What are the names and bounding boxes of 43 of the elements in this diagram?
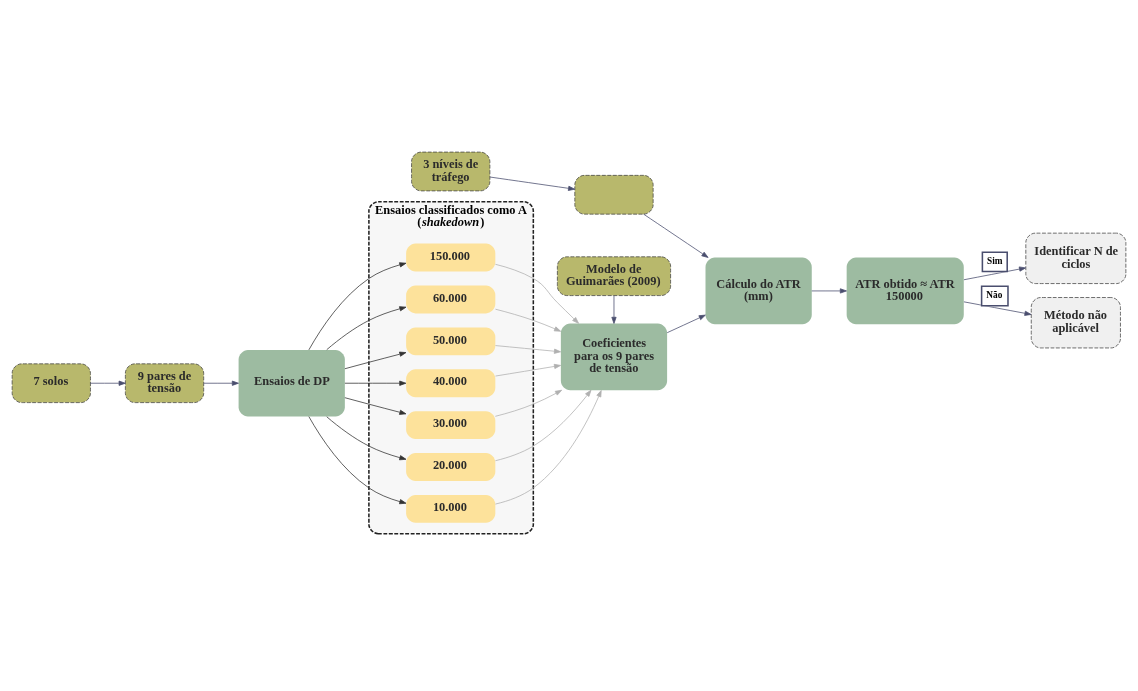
arrow — [308, 261, 407, 350]
node-box: Método não aplicável — [1030, 296, 1121, 348]
arrow — [308, 415, 407, 504]
node-box: 30.000 — [406, 410, 496, 439]
node-box: Ensaios de DP — [238, 349, 345, 417]
node-box: 150.000 — [406, 243, 496, 272]
node-box: Coeficientes para os 9 pares de tensão — [560, 323, 668, 390]
arrow — [344, 351, 407, 369]
arrow — [666, 314, 706, 333]
arrow — [963, 266, 1027, 280]
arrow — [495, 344, 561, 354]
node-box: Modelo de Guimarães (2009) — [557, 255, 671, 296]
node-box: 60.000 — [406, 285, 496, 313]
edge-label: Não — [986, 289, 1003, 300]
node-box: 50.000 — [406, 326, 496, 355]
arrow — [811, 287, 847, 293]
arrow — [495, 263, 579, 324]
arrow — [489, 176, 576, 191]
node-box: 40.000 — [406, 368, 496, 397]
node-box: 9 pares de tensão — [124, 362, 205, 403]
node-box: 10.000 — [406, 494, 496, 523]
arrow — [643, 213, 709, 258]
node-box: 7 solos — [11, 362, 91, 403]
node-box: 3 níveis de tráfego — [411, 151, 491, 191]
arrow — [963, 300, 1032, 316]
arrow — [326, 415, 407, 460]
node-box: Cálculo do ATR (mm) — [705, 257, 812, 324]
arrow — [495, 363, 561, 376]
arrow — [494, 389, 563, 417]
node-box: ATR obtido ≈ ATR 150000 — [846, 257, 964, 324]
arrow — [90, 380, 126, 386]
arrow — [495, 389, 592, 461]
node-box: Identificar N de ciclos — [1025, 232, 1127, 284]
arrow — [344, 380, 407, 386]
arrow — [495, 308, 562, 332]
edge-label: Sim — [987, 255, 1003, 266]
arrow — [326, 305, 407, 350]
node-box — [574, 174, 654, 215]
node-box: 20.000 — [406, 452, 496, 481]
arrow — [495, 389, 602, 504]
arrow — [203, 380, 239, 386]
arrow — [344, 396, 407, 415]
arrow — [611, 294, 617, 324]
